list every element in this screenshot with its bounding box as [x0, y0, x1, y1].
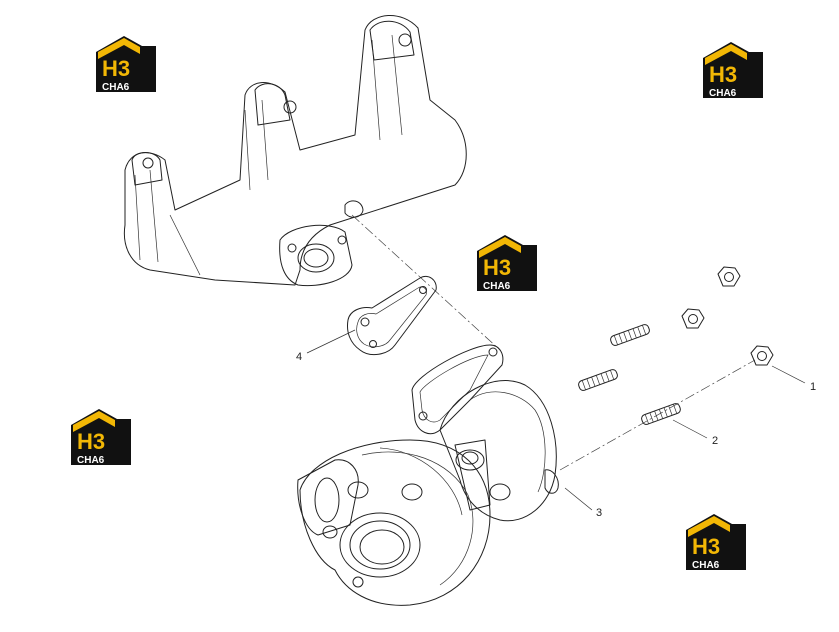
- watermark-text-top: H3: [692, 534, 720, 559]
- leader-line-2: [672, 419, 708, 439]
- leader-line-1: [771, 365, 806, 384]
- nut: [681, 266, 774, 366]
- turbocharger: [297, 344, 559, 606]
- callout-leaders: [306, 329, 806, 511]
- callout-1: 1: [810, 381, 816, 393]
- leader-line-3: [564, 487, 593, 511]
- leader-line-4: [306, 329, 356, 354]
- watermark-logo: H3 CHA6: [71, 405, 133, 467]
- watermark-text-top: H3: [77, 429, 105, 454]
- watermark-logo: H3 CHA6: [703, 38, 765, 100]
- watermark-text-bottom: CHA6: [102, 82, 130, 93]
- watermark-text-bottom: CHA6: [709, 88, 737, 99]
- assembly-centerline: [351, 214, 501, 351]
- watermark-text-top: H3: [102, 56, 130, 81]
- watermark-logo: H3 CHA6: [96, 32, 158, 94]
- callout-3: 3: [596, 507, 602, 519]
- watermark-logo: H3 CHA6: [477, 231, 539, 293]
- watermark-logo: H3 CHA6: [686, 510, 748, 572]
- callout-4: 4: [296, 351, 302, 363]
- gasket: [347, 275, 437, 356]
- stud: [578, 324, 681, 425]
- watermark-text-bottom: CHA6: [483, 281, 511, 292]
- watermark-text-bottom: CHA6: [692, 560, 720, 571]
- callout-2: 2: [712, 435, 718, 447]
- stud-centerline: [559, 359, 756, 471]
- watermark-text-top: H3: [483, 255, 511, 280]
- watermark-text-bottom: CHA6: [77, 455, 105, 466]
- exhaust-manifold: [123, 15, 467, 287]
- watermark-text-top: H3: [709, 62, 737, 87]
